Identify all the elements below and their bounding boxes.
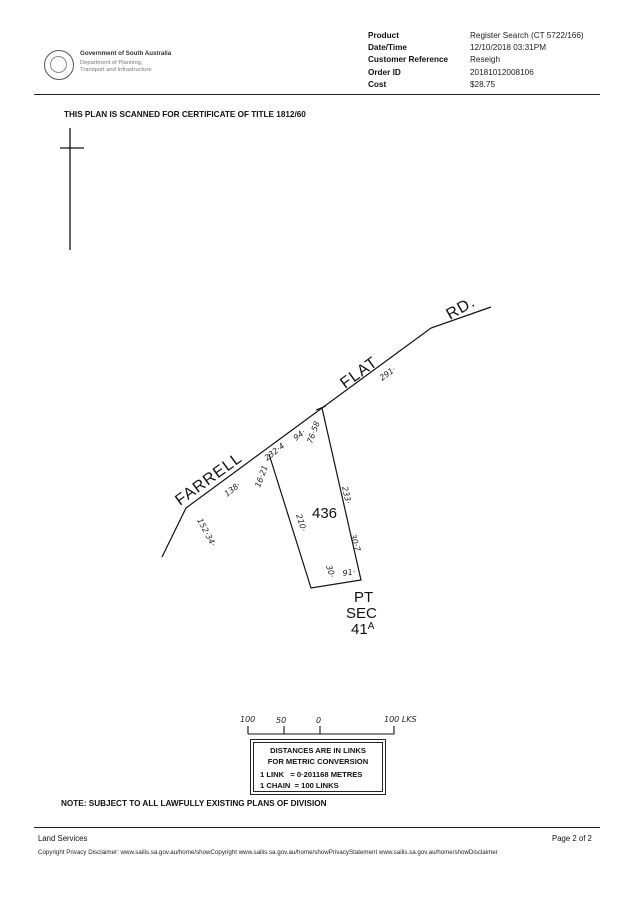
dimension-label: 152·34·	[195, 517, 217, 548]
dimension-label: 16·21	[253, 464, 269, 489]
org-name: Government of South Australia	[80, 50, 172, 57]
conversion-line-1: DISTANCES ARE IN LINKS	[270, 746, 366, 755]
page-number: Page 2 of 2	[552, 834, 592, 843]
meta-value: 20181012008106	[470, 67, 534, 77]
meta-row-order-id: Order ID 20181012008106	[368, 68, 584, 80]
dimension-label: 76·58	[305, 420, 321, 445]
dimension-label: 210·	[294, 513, 308, 533]
road-label-rd: RD.	[444, 293, 479, 323]
meta-row-datetime: Date/Time 12/10/2018 03:31PM	[368, 43, 584, 55]
dimension-label: 30·7	[348, 533, 362, 554]
conversion-line-3: 1 LINK = 0·201168 METRES	[260, 770, 363, 779]
dept-line-1: Department of Planning,	[80, 60, 143, 66]
meta-label: Cost	[368, 79, 387, 89]
meta-row-cost: Cost $28.75	[368, 80, 584, 92]
road-label-farrell: FARRELL	[172, 450, 245, 510]
metric-conversion-box: DISTANCES ARE IN LINKS FOR METRIC CONVER…	[250, 739, 386, 795]
scale-label: 50	[276, 716, 286, 725]
lot-number: 436	[312, 505, 337, 522]
dept-line-2: Transport and Infrastructure	[80, 67, 152, 73]
copyright-disclaimer: Copyright Privacy Disclaimer: www.sailis…	[38, 849, 498, 856]
meta-value: Register Search (CT 5722/166)	[470, 31, 584, 40]
section-label-number: 41A	[351, 621, 375, 638]
conversion-line-4: 1 CHAIN = 100 LINKS	[260, 781, 339, 790]
meta-row-product: Product Register Search (CT 5722/166)	[368, 31, 584, 43]
footer-divider	[34, 827, 600, 828]
north-arrow-icon	[60, 128, 84, 250]
scale-label: 0	[316, 716, 321, 725]
scale-bar	[247, 726, 395, 735]
meta-label: Customer Reference	[368, 55, 449, 65]
meta-value: $28.75	[470, 79, 496, 89]
order-meta-table: Product Register Search (CT 5722/166) Da…	[368, 31, 584, 92]
dimension-label: 91·	[342, 567, 356, 578]
meta-row-customer-reference: Customer Reference Reseigh	[368, 55, 584, 67]
meta-label: Product	[368, 31, 399, 40]
section-superscript: A	[368, 621, 375, 632]
meta-value: Reseigh	[470, 55, 501, 65]
section-label-pt: PT	[354, 589, 373, 606]
footer-land-services: Land Services	[38, 834, 88, 843]
scale-label: 100	[240, 715, 255, 724]
road-label-flat: FLAT	[337, 354, 381, 392]
conversion-line-2: FOR METRIC CONVERSION	[267, 757, 369, 766]
header-divider	[34, 94, 600, 95]
dimension-label: 233·	[340, 485, 353, 504]
dimension-label: 30·	[324, 564, 336, 579]
lot-boundary	[268, 405, 362, 589]
government-logo-icon	[44, 50, 74, 80]
section-label-sec: SEC	[346, 605, 377, 622]
plan-title: THIS PLAN IS SCANNED FOR CERTIFICATE OF …	[64, 110, 306, 119]
meta-value: 12/10/2018 03:31PM	[470, 43, 547, 53]
scale-label: 100 LKS	[384, 715, 417, 724]
meta-label: Order ID	[368, 67, 401, 77]
meta-label: Date/Time	[368, 43, 407, 53]
dimension-label: 232·4	[263, 441, 287, 462]
division-note: NOTE: SUBJECT TO ALL LAWFULLY EXISTING P…	[61, 799, 327, 808]
dimension-label: 138·	[223, 481, 243, 499]
